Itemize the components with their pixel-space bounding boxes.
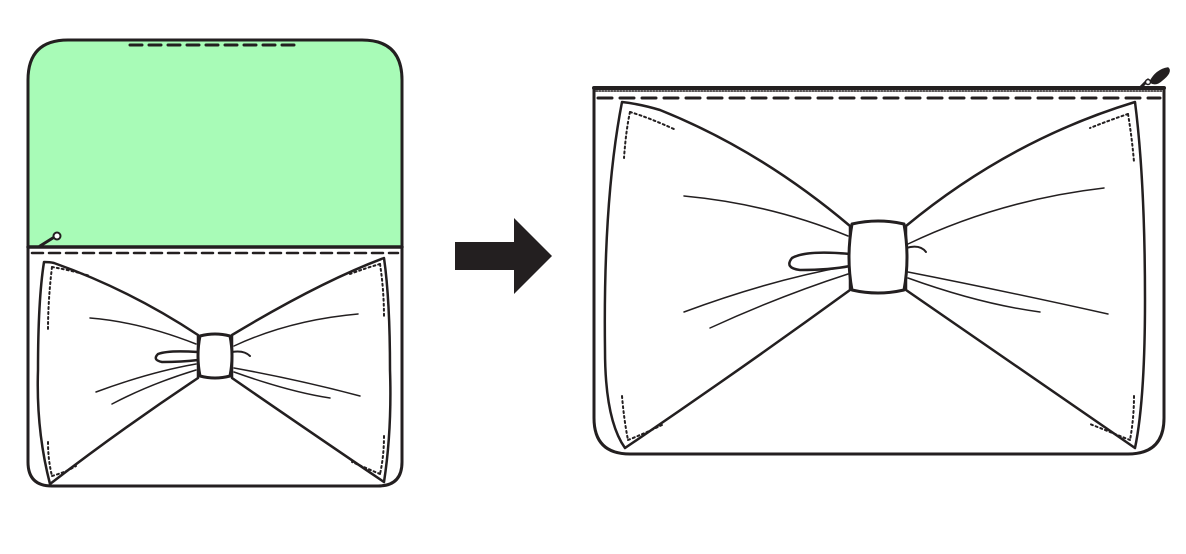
right-arrow-icon	[455, 218, 552, 294]
zipper-pull-icon	[1138, 67, 1170, 90]
zipper-pull-icon	[38, 231, 62, 248]
bow-icon	[36, 256, 392, 486]
green-flap	[26, 38, 404, 249]
left-pouch	[26, 38, 404, 488]
right-pouch	[592, 67, 1170, 456]
bow-icon	[603, 100, 1147, 450]
